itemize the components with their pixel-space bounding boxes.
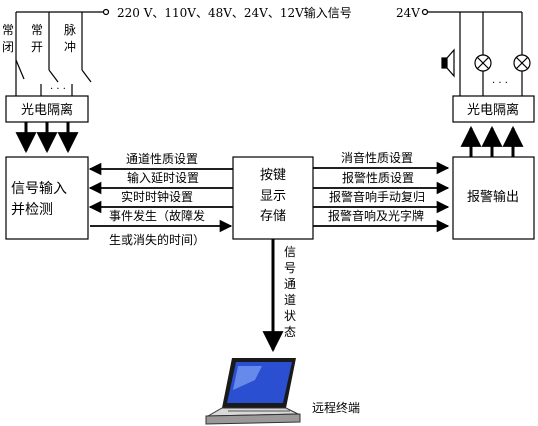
laptop-icon [205,358,301,425]
alarm-output-box [452,156,535,240]
switch-pulse-char1: 脉 [64,22,76,37]
channel-status-label: 信 号 通 道 状 态 [284,245,296,339]
left-isolation-label: 光电隔离 [21,102,73,118]
flow-channel-property: 通道性质设置 [126,152,198,166]
channel-status-char-4: 道 [284,293,296,307]
alarm-to-isolation-arrows [460,125,524,157]
center-control-box [232,156,314,240]
supply-label: 24V [396,6,420,20]
isolation-to-signal-arrows [15,122,79,154]
channel-status-char-5: 状 [284,309,296,323]
switch-nc-blade [15,59,25,80]
channel-status-char-6: 态 [284,325,296,339]
left-isolation-box [5,95,89,123]
input-dots: · · · [50,84,66,95]
input-signal-label: 220 V、110V、48V、24V、12V输入信号 [117,5,352,20]
switch-nc-char2: 闭 [2,40,14,54]
switch-no-char2: 开 [31,40,43,54]
switch-no-char1: 常 [31,23,43,37]
right-isolation-label: 光电隔离 [467,102,519,118]
flow-realtime-clock: 实时时钟设置 [121,189,193,204]
flow-input-delay: 输入延时设置 [127,170,199,185]
channel-status-char-1: 信 [284,245,296,259]
flow-event-line1: 事件发生（故障发 [109,208,205,223]
right-flow-arrows [313,161,450,233]
signal-box-line2: 并检测 [11,202,53,218]
terminal-label: 远程终端 [312,400,360,415]
alarm-box-label: 报警输出 [467,189,519,205]
switch-label-nc: 常 闭 [2,23,14,54]
speaker-icon [441,48,455,78]
switch-pulse-char2: 冲 [64,39,76,54]
flow-alarm-reset: 报警音响手动复归 [329,189,425,204]
switch-label-no: 常 开 [31,23,43,54]
center-box-line1: 按键 [260,168,286,183]
flow-alarm-light: 报警音响及光字牌 [328,208,424,223]
output-dots: · · · [492,78,508,89]
center-box-line3: 存储 [260,209,286,224]
switch-symbols [15,59,92,96]
flow-alarm-property: 报警性质设置 [342,170,414,185]
signal-box-line1: 信号输入 [11,181,67,197]
input-signal-bus [15,8,110,96]
switch-pulse-blade [81,69,92,83]
switch-no-blade [48,69,59,83]
flow-silence-property: 消音性质设置 [341,150,413,165]
switch-label-pulse: 脉 冲 [64,22,76,54]
right-isolation-box [452,95,535,123]
center-box-line2: 显示 [260,189,286,204]
signal-input-box [5,156,89,240]
channel-status-char-2: 号 [284,261,296,275]
left-flow-arrows [88,162,233,233]
supply-bus [421,8,523,96]
lamp-icon-2 [513,54,531,72]
flow-event-line2: 生或消失的时间） [109,232,205,247]
channel-status-char-3: 通 [284,277,296,291]
switch-nc-char1: 常 [2,23,14,37]
lamp-icon-1 [474,54,492,72]
